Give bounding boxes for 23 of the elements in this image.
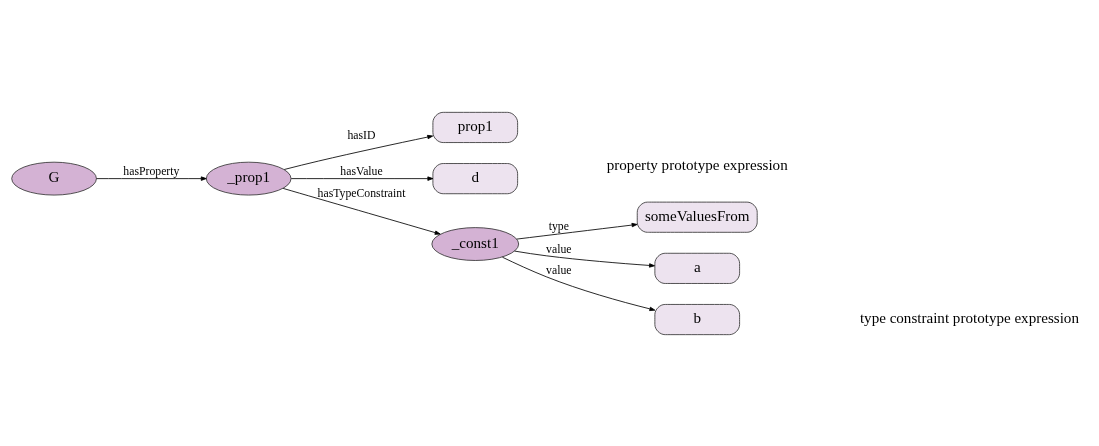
arrow xyxy=(516,222,638,239)
edge-label: value xyxy=(546,242,572,256)
arrow xyxy=(283,134,434,170)
node-box: a xyxy=(654,252,740,284)
node-box: someValuesFrom xyxy=(636,201,758,233)
edge-label: hasID xyxy=(347,128,376,142)
arrow xyxy=(290,175,434,181)
arrow xyxy=(502,256,656,311)
arrow xyxy=(282,187,441,235)
edge-label: hasProperty xyxy=(123,164,180,178)
node-ellipse: _prop1 xyxy=(205,161,292,195)
edge-label: hasValue xyxy=(340,164,383,178)
node-box: b xyxy=(654,303,740,335)
edge-label: hasTypeConstraint xyxy=(317,186,406,200)
node-ellipse: G xyxy=(11,161,97,195)
label: property prototype expression xyxy=(606,156,788,173)
arrow xyxy=(96,175,207,181)
node-box: d xyxy=(432,162,519,194)
node-box: prop1 xyxy=(432,111,519,143)
edge-label: value xyxy=(546,263,572,277)
label: type constraint prototype expression xyxy=(859,309,1079,326)
edge-label: type xyxy=(548,219,569,233)
arrow xyxy=(514,250,655,268)
